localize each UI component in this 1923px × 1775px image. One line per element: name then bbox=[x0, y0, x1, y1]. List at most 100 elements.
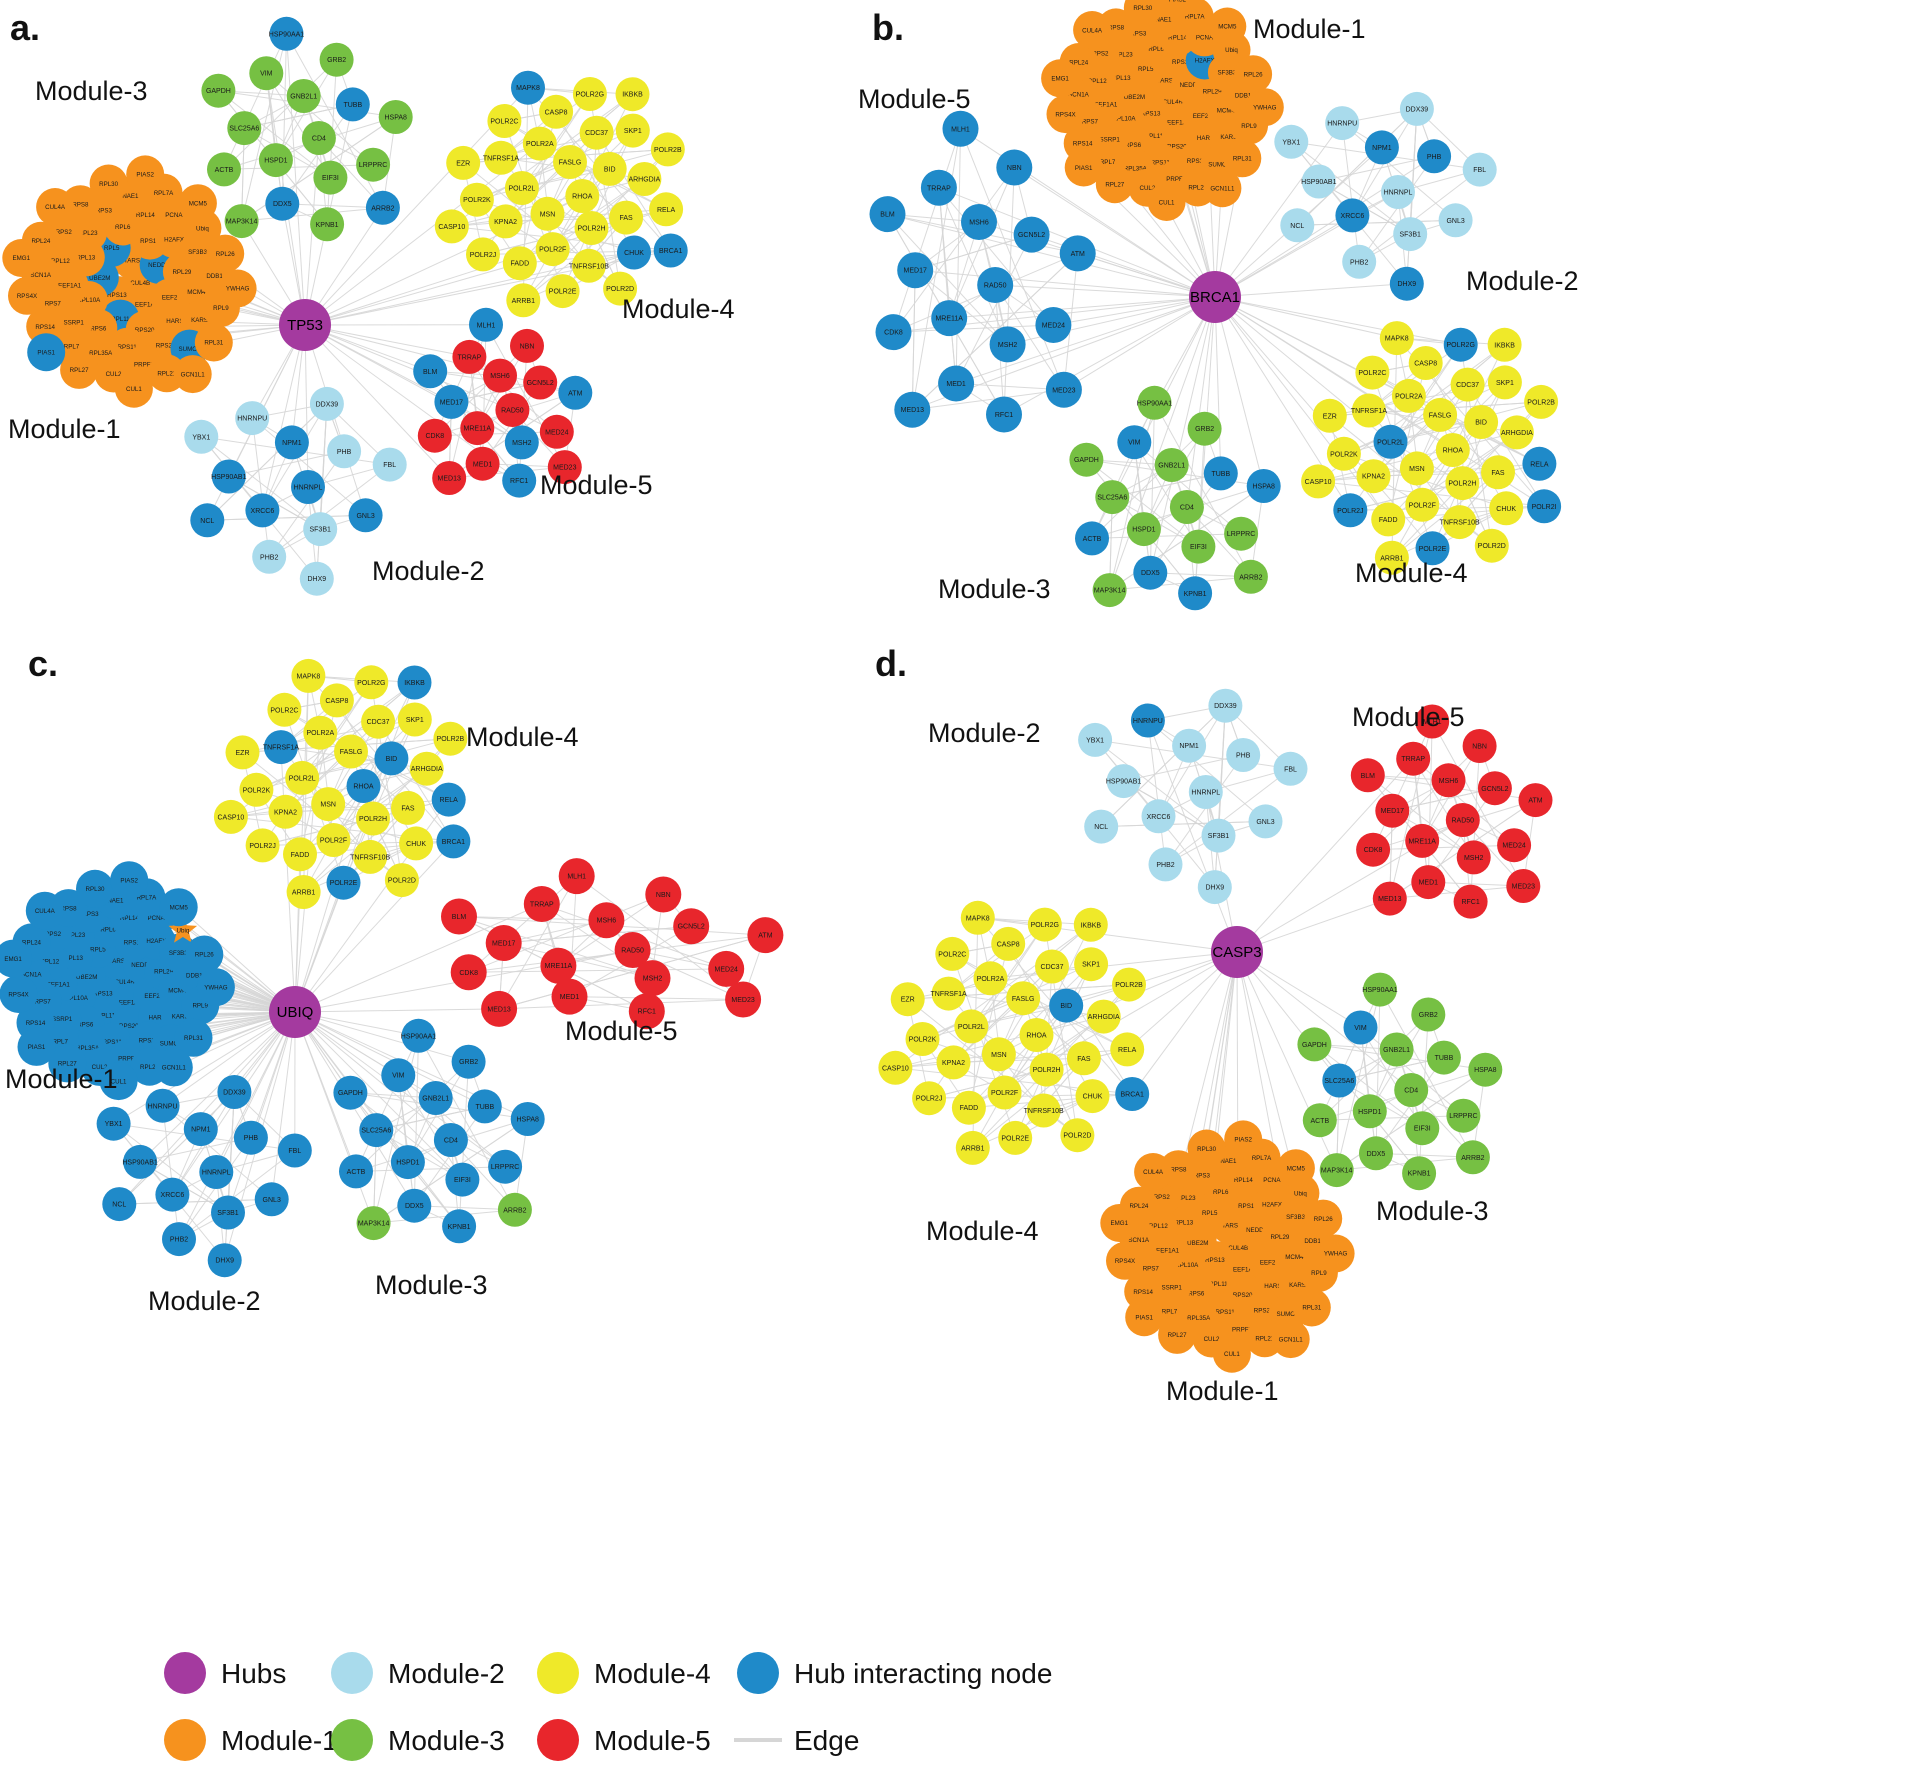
node-label: POLR2J bbox=[916, 1096, 942, 1103]
node-label: RPS23 bbox=[1187, 158, 1207, 165]
node-label: FADD bbox=[1379, 517, 1398, 524]
node-NBN bbox=[510, 328, 544, 363]
node-MAPK8 bbox=[511, 70, 545, 105]
node-ATM bbox=[558, 375, 593, 410]
node-CHUK bbox=[1075, 1079, 1110, 1114]
legend-label: Hub interacting node bbox=[794, 1658, 1052, 1689]
node-label: EEF1A2 bbox=[1233, 1267, 1257, 1274]
node-TNFRSF10B bbox=[1442, 505, 1477, 540]
node-label: RPL23 bbox=[1114, 52, 1133, 59]
node-label: TRRAP bbox=[1401, 756, 1425, 763]
node-YBX1 bbox=[96, 1106, 131, 1141]
node-RPL26 bbox=[1234, 55, 1273, 94]
node-SF3B1 bbox=[1393, 217, 1428, 252]
node-label: RPL29 bbox=[1203, 88, 1222, 95]
node-label: RPL24 bbox=[1129, 1203, 1148, 1210]
node-label: RPL6 bbox=[1213, 1189, 1229, 1196]
node-label: DDB1 bbox=[186, 973, 203, 980]
node-label: PHB2 bbox=[170, 1237, 188, 1244]
node-label: RPL7 bbox=[52, 1039, 68, 1046]
node-label: CHUK bbox=[406, 841, 426, 848]
node-ACTB bbox=[207, 152, 241, 187]
node-label: EZR bbox=[456, 160, 470, 167]
node-label: CHUK bbox=[1083, 1094, 1103, 1101]
node-BLM bbox=[441, 898, 477, 935]
node-label: GCN5L2 bbox=[1481, 786, 1508, 793]
node-label: POLR2H bbox=[1033, 1067, 1061, 1074]
node-label: CUL4A bbox=[1143, 1169, 1164, 1176]
node-label: RHOA bbox=[1443, 448, 1464, 455]
node-FASLG bbox=[1006, 981, 1041, 1016]
node-label: EMG1 bbox=[4, 956, 22, 963]
node-label: MED23 bbox=[1052, 387, 1075, 394]
node-FASLG bbox=[334, 734, 368, 769]
node-HNRNPL bbox=[1381, 175, 1415, 209]
node-label: CDC37 bbox=[1041, 964, 1064, 971]
node-label: PHB2 bbox=[1156, 862, 1174, 869]
node-label: SUMO3 bbox=[1276, 1311, 1299, 1318]
node-label: SUMO3 bbox=[178, 346, 201, 353]
node-label: RPL26 bbox=[216, 251, 235, 258]
node-POLR2K bbox=[239, 772, 274, 807]
node-label: RPL24 bbox=[22, 940, 41, 947]
module-label: Module-4 bbox=[926, 1216, 1039, 1246]
node-POLR2G bbox=[1027, 907, 1062, 942]
module-label: Module-4 bbox=[622, 294, 735, 324]
node-label: NPM1 bbox=[282, 440, 302, 447]
node-label: GCN1L1 bbox=[1279, 1336, 1304, 1343]
node-label: MED17 bbox=[440, 400, 463, 407]
node-label: NPM1 bbox=[1179, 743, 1199, 750]
node-VIM bbox=[1117, 425, 1152, 460]
node-IKBKB bbox=[1487, 327, 1522, 362]
node-LRPPRC bbox=[1446, 1098, 1481, 1133]
node-HNRNPU bbox=[145, 1088, 180, 1123]
node-label: FASLG bbox=[559, 160, 582, 167]
node-NCL bbox=[1084, 809, 1119, 844]
node-EMG1 bbox=[2, 239, 41, 277]
module-label: Module-4 bbox=[466, 722, 579, 752]
node-GRB2 bbox=[1411, 997, 1446, 1032]
node-label: PCNA bbox=[1263, 1177, 1281, 1184]
node-RHOA bbox=[1435, 433, 1470, 467]
node-label: POLR2E bbox=[330, 880, 358, 887]
node-TNFRSF10B bbox=[571, 248, 606, 283]
node-HSP90AA1 bbox=[1363, 972, 1397, 1007]
node-label: CUL1 bbox=[111, 1078, 127, 1085]
node-TUBB bbox=[1426, 1040, 1461, 1075]
node-CDK8 bbox=[1356, 832, 1391, 867]
node-PIAS1 bbox=[17, 1027, 56, 1066]
module-label: Module-3 bbox=[938, 574, 1051, 604]
node-label: RPS4X bbox=[1115, 1258, 1135, 1265]
node-KPNA2 bbox=[488, 204, 523, 239]
module-label: Module-2 bbox=[1466, 266, 1579, 296]
node-label: KARS bbox=[1289, 1282, 1306, 1289]
node-TUBB bbox=[335, 87, 370, 122]
node-EZR bbox=[890, 982, 925, 1017]
node-label: ACTB bbox=[1083, 536, 1102, 543]
node-CASP10 bbox=[434, 209, 469, 244]
node-RPL26 bbox=[185, 935, 224, 974]
node-label: GCN5L2 bbox=[527, 380, 554, 387]
node-label: RPS13 bbox=[1205, 1257, 1225, 1264]
node-label: POLR2L bbox=[508, 186, 535, 193]
node-label: PCNA bbox=[165, 212, 183, 219]
node-RPS4X bbox=[1106, 1241, 1144, 1280]
node-FADD bbox=[502, 246, 537, 281]
node-label: NCL bbox=[112, 1202, 126, 1209]
node-label: SLC25A6 bbox=[229, 126, 259, 133]
node-label: CDK8 bbox=[884, 330, 903, 337]
node-label: HSPD1 bbox=[1132, 527, 1155, 534]
node-POLR2K bbox=[1326, 436, 1361, 471]
node-label: EZR bbox=[236, 750, 250, 757]
node-label: MAP3K14 bbox=[1094, 588, 1126, 595]
node-FBL bbox=[1273, 751, 1308, 786]
node-XRCC6 bbox=[1335, 198, 1370, 233]
node-label: HSP90AB1 bbox=[211, 474, 247, 481]
node-label: BID bbox=[386, 756, 398, 763]
node-FAS bbox=[1481, 455, 1515, 490]
node-label: HNRNPL bbox=[1384, 190, 1413, 197]
node-ARRB2 bbox=[365, 190, 400, 225]
label-layer: b.Module-1Module-5Module-2Module-4Module… bbox=[858, 7, 1579, 604]
node-label: POLR2D bbox=[606, 286, 634, 293]
